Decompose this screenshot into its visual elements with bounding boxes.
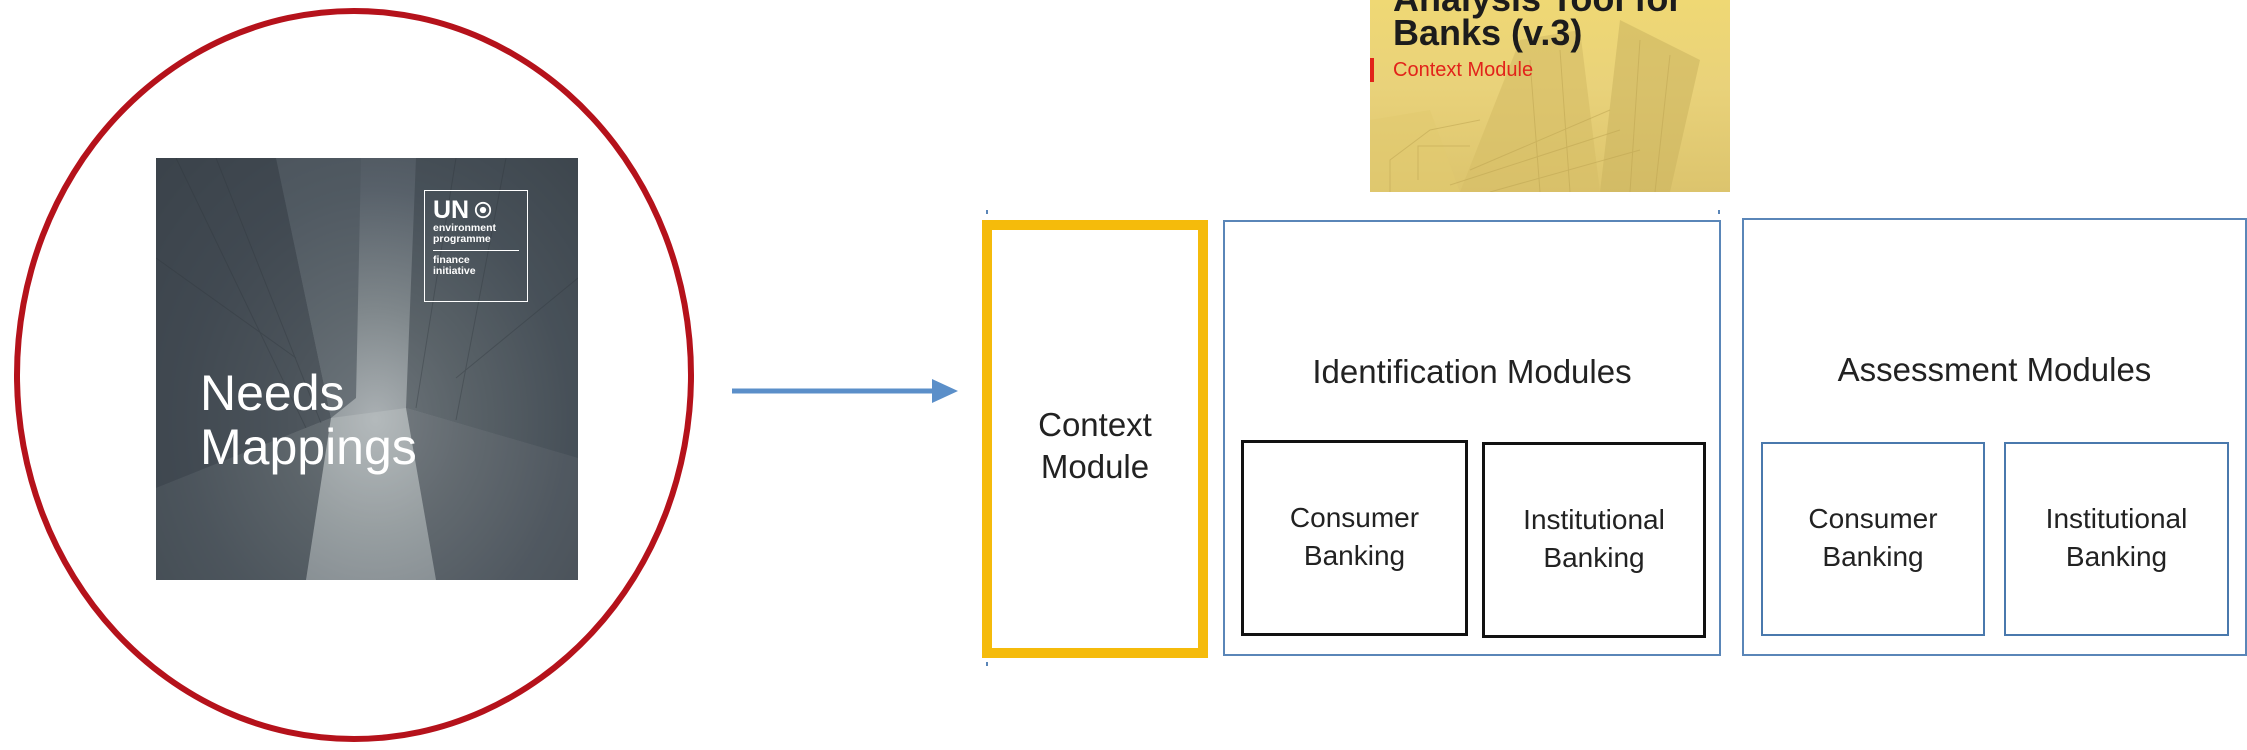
assessment-modules-title: Assessment Modules	[1837, 351, 2152, 388]
assessment-institutional-banking-box: Institutional Banking	[2004, 442, 2229, 636]
identification-consumer-banking-box: Consumer Banking	[1241, 440, 1468, 636]
highlight-circle	[14, 8, 694, 742]
identification-institutional-banking-box: Institutional Banking	[1482, 442, 1706, 638]
un-logo-line-environment: environment	[433, 222, 497, 234]
un-emblem-icon	[475, 201, 492, 219]
identification-institutional-banking-label: Institutional Banking	[1523, 504, 1665, 573]
identification-consumer-banking-label: Consumer Banking	[1289, 502, 1420, 571]
identification-modules-title: Identification Modules	[1312, 353, 1632, 390]
right-arrow-icon	[732, 379, 958, 403]
needs-mappings-title: Needs Mappings	[200, 365, 417, 475]
assessment-consumer-banking-label: Consumer Banking	[1808, 503, 1938, 572]
box-corner-mark	[986, 210, 988, 214]
skyscraper-background	[156, 158, 578, 580]
un-logo-line-finance: finance	[433, 254, 470, 266]
box-corner-mark	[1718, 210, 1720, 214]
assessment-modules-box: Assessment Modules Consumer Banking Inst…	[1742, 218, 2247, 656]
un-logo-text: UN	[433, 196, 470, 224]
subtitle-accent-bar	[1370, 58, 1374, 82]
assessment-institutional-banking-label: Institutional Banking	[2045, 503, 2188, 572]
un-environment-logo: UN environment programme finance initiat…	[424, 190, 528, 302]
un-logo-line-initiative: initiative	[433, 265, 476, 277]
needs-mappings-cover: UN environment programme finance initiat…	[156, 158, 578, 580]
identification-modules-box: Identification Modules Consumer Banking …	[1223, 220, 1721, 656]
analysis-tool-title: Analysis Tool for Banks (v.3)	[1393, 0, 1682, 53]
analysis-tool-subtitle: Context Module	[1393, 59, 1534, 81]
un-logo-line-programme: programme	[433, 233, 491, 245]
assessment-consumer-banking-box: Consumer Banking	[1761, 442, 1985, 636]
building-background	[1370, 20, 1700, 192]
context-module-label: Context Module	[1038, 406, 1152, 485]
context-module-box: Context Module	[982, 220, 1208, 658]
analysis-tool-cover: Analysis Tool for Banks (v.3) Context Mo…	[1370, 0, 1730, 192]
un-logo-divider	[433, 250, 519, 251]
box-corner-mark	[986, 662, 988, 666]
